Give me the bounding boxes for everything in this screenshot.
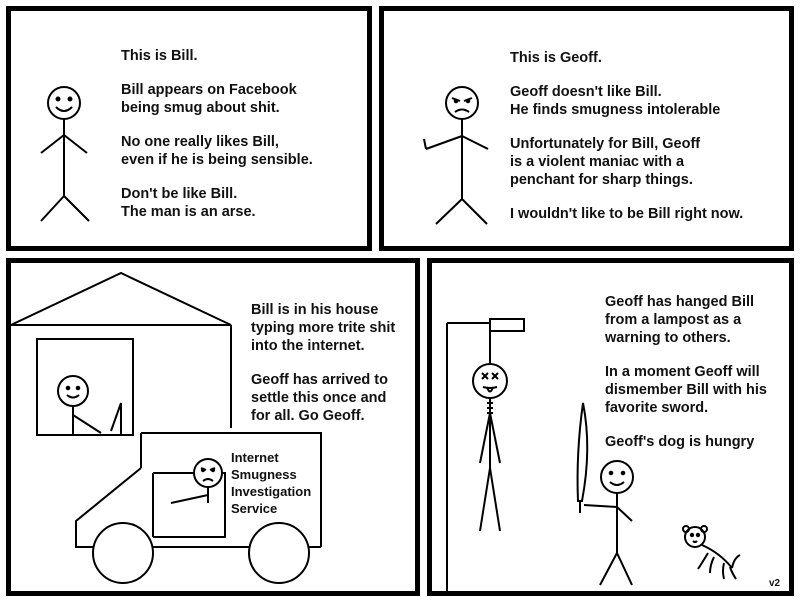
- geoff-with-sword: [583, 460, 634, 586]
- caption-line: In a moment Geoff will dismember Bill wi…: [605, 364, 767, 416]
- sword: [576, 402, 589, 513]
- caption-line: Don't be like Bill. The man is an arse.: [121, 186, 256, 220]
- bill-at-computer: [57, 375, 122, 435]
- caption-line: Unfortunately for Bill, Geoff is a viole…: [510, 136, 701, 188]
- truck: [75, 432, 322, 584]
- house-truck-scene: [11, 271, 322, 584]
- geoff-driving: [170, 458, 223, 504]
- panel-2-caption: This is Geoff. Geoff doesn't like Bill. …: [510, 49, 743, 223]
- caption-line: Bill appears on Facebook being smug abou…: [121, 82, 297, 116]
- caption-line: Geoff has arrived to settle this once an…: [251, 372, 388, 424]
- panel-hanging: Geoff has hanged Bill from a lampost as …: [427, 258, 794, 596]
- hanged-bill: [472, 363, 508, 532]
- caption-line: Geoff has hanged Bill from a lampost as …: [605, 294, 755, 346]
- caption-line: Geoff doesn't like Bill. He finds smugne…: [510, 84, 721, 118]
- hungry-dog: [682, 525, 741, 580]
- panel-1-caption: This is Bill. Bill appears on Facebook b…: [121, 47, 313, 221]
- hanging-scene: [446, 318, 741, 591]
- version-label: v2: [769, 578, 781, 589]
- panel-4-caption: Geoff has hanged Bill from a lampost as …: [605, 293, 767, 451]
- panel-3-caption: Bill is in his house typing more trite s…: [251, 301, 395, 425]
- geoff-stick-figure: [423, 86, 489, 225]
- panel-geoff-intro: This is Geoff. Geoff doesn't like Bill. …: [379, 6, 794, 251]
- panel-house-and-truck: Internet Smugness Investigation Service …: [6, 258, 420, 596]
- lamppost: [446, 318, 525, 591]
- caption-line: This is Bill.: [121, 48, 198, 64]
- caption-line: Bill is in his house typing more trite s…: [251, 302, 396, 354]
- bill-stick-figure: [40, 86, 90, 222]
- caption-line: I wouldn't like to be Bill right now.: [510, 206, 744, 222]
- house-outline: [11, 271, 232, 428]
- house-window: [36, 338, 134, 436]
- caption-line: Geoff's dog is hungry: [605, 434, 755, 450]
- truck-logo-text: Internet Smugness Investigation Service: [231, 450, 312, 516]
- panel-bill-intro: This is Bill. Bill appears on Facebook b…: [6, 6, 372, 251]
- caption-line: This is Geoff.: [510, 50, 602, 66]
- caption-line: No one really likes Bill, even if he is …: [121, 134, 313, 168]
